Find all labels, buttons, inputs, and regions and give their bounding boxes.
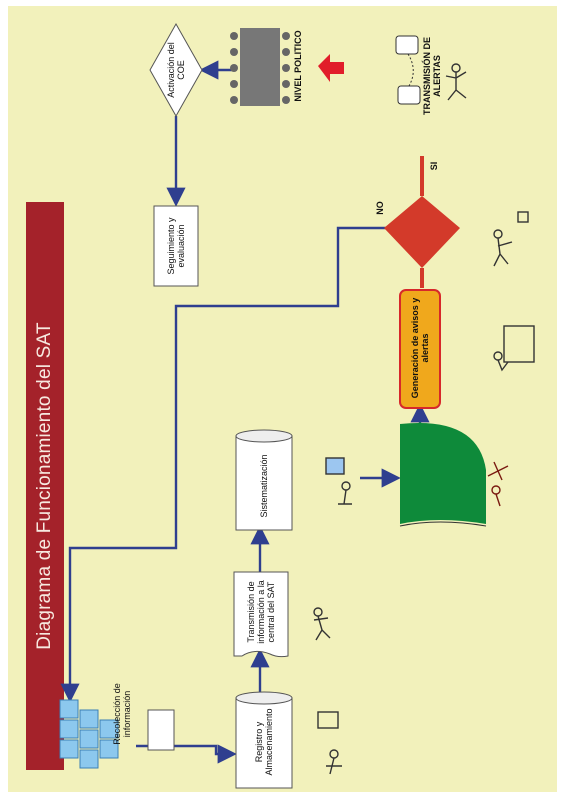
generacion-box bbox=[399, 289, 441, 409]
phone-icon bbox=[395, 35, 421, 105]
recoleccion-label: Recolección de información bbox=[112, 683, 132, 745]
person-running-icon bbox=[445, 63, 467, 101]
decision-no-label: NO bbox=[375, 201, 385, 215]
cubes-icon bbox=[59, 699, 119, 769]
person-desk-icon bbox=[317, 711, 342, 775]
registro-label: Registro y Almacenamiento bbox=[254, 708, 274, 776]
person-box-icon bbox=[313, 607, 331, 641]
red-arrow-icon bbox=[318, 54, 344, 82]
seguimiento-box bbox=[153, 205, 199, 287]
person-reading-icon bbox=[487, 461, 509, 507]
connector-recoleccion-to-registro bbox=[136, 744, 237, 764]
registro-cylinder bbox=[235, 691, 293, 789]
transmision-document bbox=[233, 571, 289, 658]
green-node-base bbox=[399, 521, 487, 527]
person-computer-icon bbox=[325, 457, 352, 505]
nivel-politico-label: NIVEL POLITICO bbox=[293, 30, 303, 102]
connector-decision-to-recoleccion bbox=[60, 226, 396, 703]
recoleccion-doc bbox=[147, 709, 175, 751]
sistematizacion-label: Sistematización bbox=[259, 454, 269, 518]
activacion-label: Activación del COE bbox=[166, 42, 186, 98]
meeting-table-icon bbox=[230, 28, 290, 106]
sistematizacion-cylinder bbox=[235, 429, 293, 531]
transmision-label: Transmisión de información a la central … bbox=[246, 580, 276, 644]
generacion-label: Generación de avisos y alertas bbox=[410, 297, 430, 399]
person-blackboard-icon bbox=[493, 325, 535, 372]
decision-si-label: SI bbox=[429, 161, 439, 171]
person-papers-icon bbox=[493, 211, 529, 267]
title-band: Diagrama de Funcionamiento del SAT bbox=[26, 202, 64, 770]
connectors bbox=[60, 60, 430, 764]
transmision-alertas-label: TRANSMISIÓN DE ALERTAS bbox=[422, 37, 442, 116]
seguimiento-label: Seguimiento y evaluación bbox=[166, 217, 186, 275]
red-decision bbox=[384, 156, 460, 288]
diagram-page: Diagrama de Funcionamiento del SAT bbox=[8, 6, 557, 792]
diagram-canvas bbox=[59, 22, 535, 789]
activacion-diamond bbox=[149, 22, 203, 118]
green-node bbox=[400, 422, 486, 524]
